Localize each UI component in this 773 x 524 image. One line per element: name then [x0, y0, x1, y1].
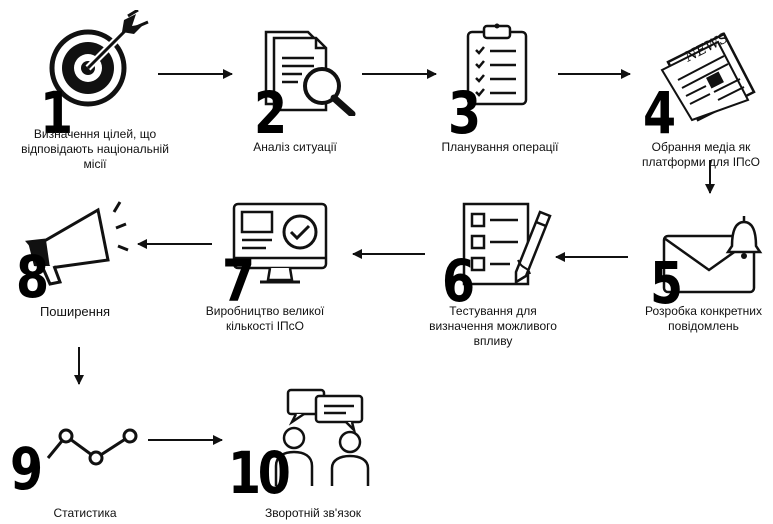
line-stats-icon [46, 428, 138, 466]
clipboard-checklist-icon [466, 23, 528, 106]
target-arrow-icon [49, 10, 149, 107]
step-2-label: Аналіз ситуації [253, 140, 337, 154]
people-dialogue-icon [274, 388, 370, 486]
step-1-label: Визначення цілей, що відповідають націон… [21, 127, 169, 171]
step-1-number: 1 [40, 79, 73, 147]
step-4-number: 4 [643, 79, 676, 147]
step-6-number: 6 [442, 247, 475, 315]
step-3-label: Планування операції [441, 140, 559, 154]
step-6-label: Тестування для визначення можливого впли… [429, 304, 557, 348]
step-10-label: Зворотній зв'язок [264, 506, 362, 520]
step-4-label: Обрання медіа як платформи для ІПсО [641, 140, 761, 169]
step-9-label: Статистика [53, 506, 117, 520]
megaphone-icon [25, 201, 129, 286]
monitor-check-icon [232, 202, 328, 284]
step-8-label: Поширення [39, 304, 111, 319]
step-5-label: Розробка конкретних повідомлень [645, 304, 762, 333]
step-3-number: 3 [448, 79, 481, 147]
envelope-bell-icon [662, 216, 763, 294]
step-7-number: 7 [222, 247, 255, 315]
step-9-number: 9 [10, 435, 43, 503]
document-magnifier-icon [264, 30, 356, 116]
step-7-label: Виробництво великої кількості ІПсО [205, 304, 325, 333]
step-2-number: 2 [254, 79, 287, 147]
step-10-number: 10 [228, 439, 291, 507]
checklist-pen-icon [462, 202, 552, 286]
step-8-number: 8 [16, 243, 49, 311]
newspaper-icon: NEWS [660, 32, 756, 122]
step-5-number: 5 [650, 249, 683, 317]
